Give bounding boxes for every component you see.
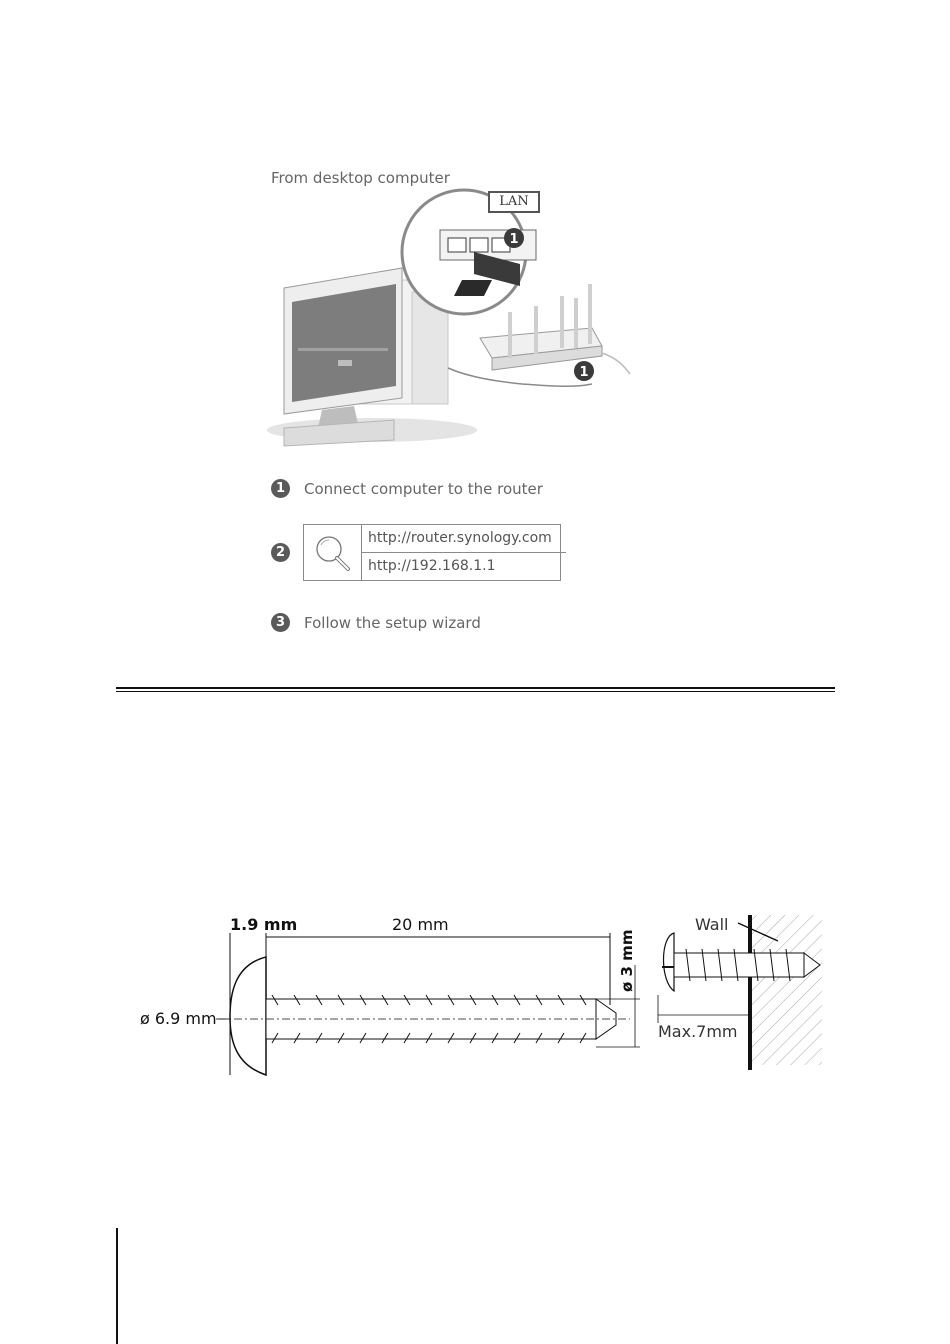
- step-1-badge: 1: [271, 479, 290, 498]
- lan-label-text: LAN: [499, 194, 528, 209]
- setup-illustration: 1 1: [262, 188, 642, 458]
- search-icon: [304, 525, 361, 580]
- shaft-diameter-label: ø 3 mm: [618, 930, 636, 992]
- svg-text:1: 1: [579, 365, 588, 380]
- illustration-caption: From desktop computer: [271, 169, 450, 187]
- url-router-synology[interactable]: http://router.synology.com: [362, 525, 566, 553]
- url-router-ip[interactable]: http://192.168.1.1: [362, 553, 566, 580]
- wall-label: Wall: [695, 915, 729, 934]
- head-thickness-label: 1.9 mm: [230, 915, 297, 934]
- step-3-text: Follow the setup wizard: [304, 614, 481, 632]
- svg-text:1: 1: [509, 232, 518, 247]
- step-2-badge: 2: [271, 543, 290, 562]
- max-depth-label: Max.7mm: [658, 1022, 738, 1041]
- section-divider: [116, 687, 835, 689]
- head-diameter-label: ø 6.9 mm: [140, 1009, 217, 1028]
- lan-label: LAN: [488, 191, 540, 213]
- step-3-badge: 3: [271, 613, 290, 632]
- search-icon-cell: [304, 525, 362, 580]
- step-1-text: Connect computer to the router: [304, 480, 543, 498]
- margin-rule: [116, 1228, 118, 1344]
- url-box: http://router.synology.com http://192.16…: [303, 524, 561, 581]
- length-label: 20 mm: [392, 915, 449, 934]
- section-divider-thin: [116, 691, 835, 692]
